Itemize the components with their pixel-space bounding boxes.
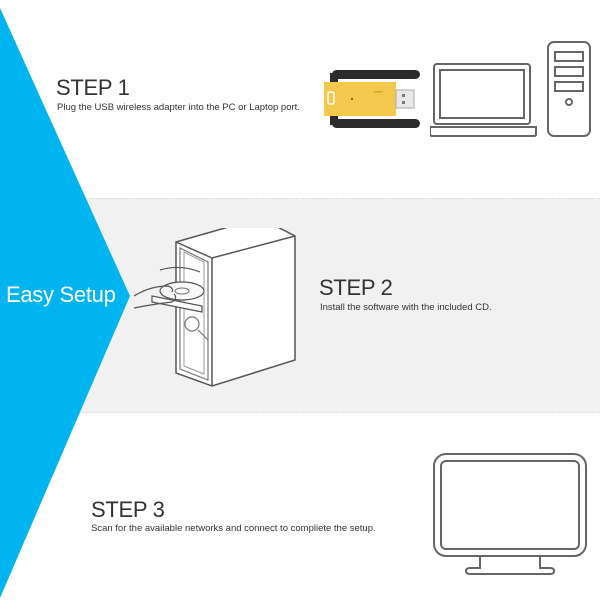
step2-description: Install the software with the included C… xyxy=(320,302,492,313)
usb-wifi-adapter-icon: ▪▪▪▪▪▪ xyxy=(324,70,420,128)
step1-title: STEP 1 xyxy=(56,75,130,100)
svg-text:▪▪▪▪▪▪: ▪▪▪▪▪▪ xyxy=(374,89,383,94)
easy-setup-label: Easy Setup xyxy=(6,282,116,307)
step3-description: Scan for the available networks and conn… xyxy=(91,523,376,534)
step3-title: STEP 3 xyxy=(91,497,165,522)
step1-description: Plug the USB wireless adapter into the P… xyxy=(57,102,300,113)
desktop-tower-icon xyxy=(547,41,591,137)
step2-title: STEP 2 xyxy=(319,275,393,300)
laptop-icon xyxy=(430,63,537,137)
pc-tower-cd-insert-icon xyxy=(133,228,296,387)
monitor-icon xyxy=(433,453,587,575)
